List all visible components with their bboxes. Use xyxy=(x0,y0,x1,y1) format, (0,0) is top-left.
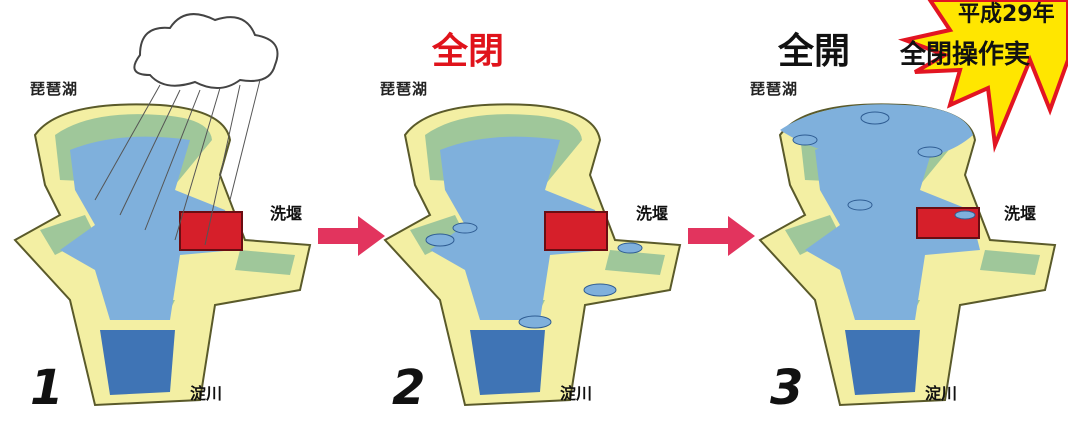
lake-label-3: 琵琶湖 xyxy=(750,80,799,98)
arrow-1-to-2-icon xyxy=(318,216,385,256)
lake-label-2: 琵琶湖 xyxy=(380,80,429,98)
weir-label-1: 洗堰 xyxy=(270,204,303,223)
rain-cloud-icon xyxy=(133,13,279,89)
status-label-2: 全閉 xyxy=(432,31,505,72)
panel-2-drawing xyxy=(384,103,681,406)
burst-badge-shape xyxy=(897,0,1068,153)
panel-1-drawing xyxy=(14,13,311,406)
lake-label-1: 琵琶湖 xyxy=(30,80,79,98)
water-splash-icons xyxy=(425,222,643,329)
weir-gate-2 xyxy=(544,211,608,251)
river-label-1: 淀川 xyxy=(190,384,223,403)
panel-3-drawing xyxy=(759,103,1056,406)
weir-label-2: 洗堰 xyxy=(636,204,669,223)
river-label-2: 淀川 xyxy=(560,384,593,403)
weir-label-3: 洗堰 xyxy=(1004,204,1037,223)
panel-number-3: 3 xyxy=(770,360,804,416)
badge-line-2: 全閉操作実 xyxy=(900,40,1031,70)
rain-lines xyxy=(94,79,261,246)
panel-number-2: 2 xyxy=(392,360,426,416)
water-splash-icons xyxy=(792,111,976,220)
arrow-2-to-3-icon xyxy=(688,216,755,256)
panel-number-1: 1 xyxy=(30,360,64,416)
status-label-3: 全開 xyxy=(778,31,851,72)
badge-line-1: 平成29年 xyxy=(958,2,1055,27)
river-label-3: 淀川 xyxy=(925,384,958,403)
